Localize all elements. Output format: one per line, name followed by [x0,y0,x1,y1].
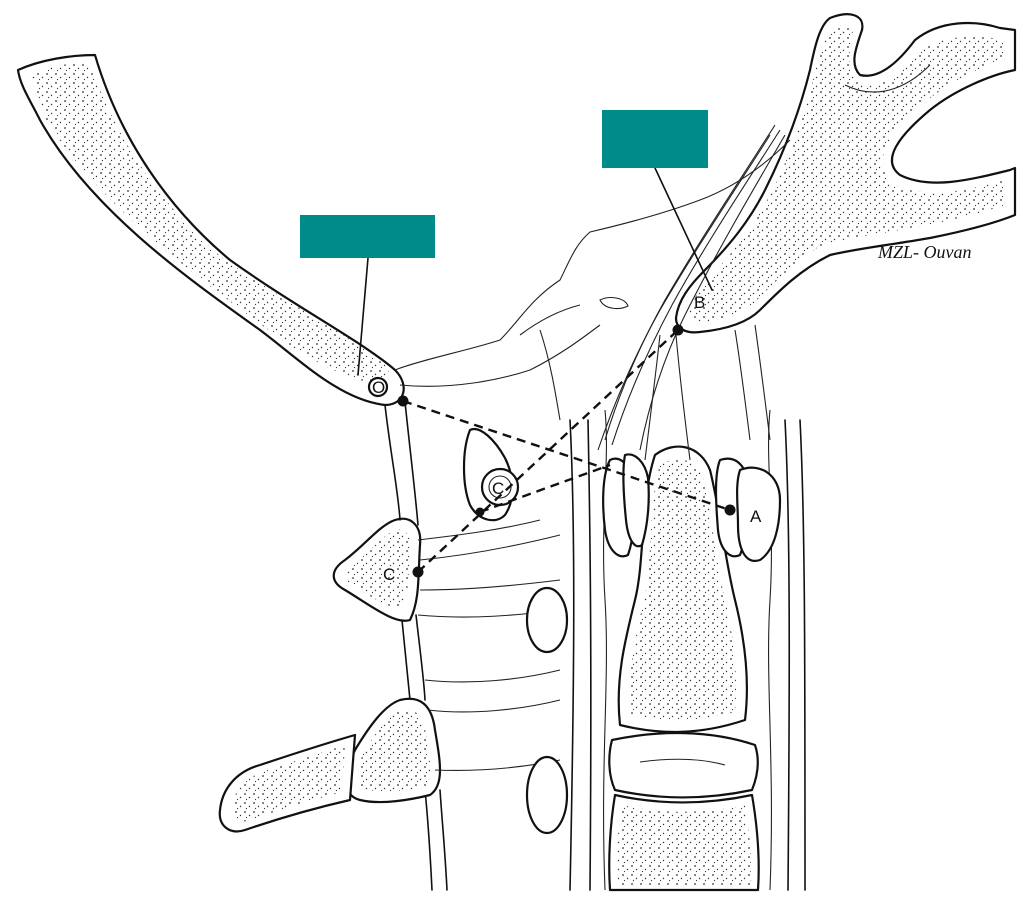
label-box-right [602,110,708,168]
point-a-dot [725,505,736,516]
point-ring-dot [476,508,485,517]
point-o-dot [398,396,409,407]
label-o: O [372,378,385,397]
point-c-dot [413,567,424,578]
artist-signature: MZL- Ouvan [877,242,972,262]
hyoid-bone [334,519,420,621]
label-b: B [694,293,705,312]
vertical-stalk [385,402,447,890]
small-ovals [527,588,567,833]
label-c-ring: C [492,479,504,498]
label-box-left [300,215,435,258]
upper-right-bone [676,14,1015,332]
label-c: C [383,565,395,584]
ring-structure [464,429,518,520]
label-a: A [750,507,762,526]
lower-cartilage [220,699,440,832]
vertebral-column [570,410,805,890]
point-b-dot [673,325,684,336]
